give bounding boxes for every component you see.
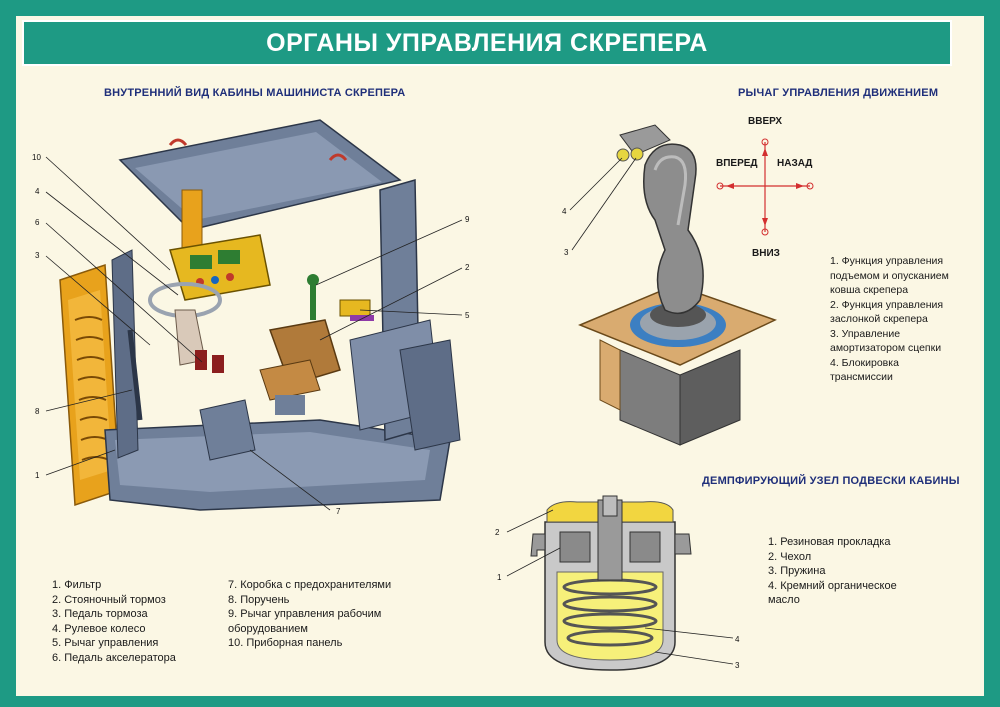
legend-item: 3. Управление [830,327,901,340]
cabin-callout-5: 5 [465,311,470,320]
damper-legend: 1. Резиновая прокладка 2. Чехол 3. Пружи… [768,535,897,608]
cabin-legend-left: 1. Фильтр 2. Стояночный тормоз 3. Педаль… [52,578,176,665]
cabin-callout-6: 6 [35,218,40,227]
cabin-callout-2: 2 [465,263,470,272]
legend-item: 4. Блокировка [830,356,899,369]
page-title: ОРГАНЫ УПРАВЛЕНИЯ СКРЕПЕРА [266,28,708,57]
legend-item: оборудованием [228,622,308,635]
legend-item: 1. Фильтр [52,579,102,591]
legend-item: 2. Стояночный тормоз [52,593,166,606]
cabin-callout-8: 8 [35,407,40,416]
cabin-callout-4: 4 [35,187,40,196]
legend-item: 9. Рычаг управления рабочим [228,608,382,620]
legend-item: 2. Функция управления [830,298,944,311]
legend-item: 4. Рулевое колесо [52,622,146,635]
lever-callout-3: 3 [564,248,569,257]
cabin-illustration: 10 4 6 3 8 1 9 2 5 7 [32,119,470,516]
legend-item: 1. Функция управления [830,255,944,267]
cabin-callout-7: 7 [336,507,341,516]
direction-cross [716,138,814,236]
poster-panel [16,16,984,696]
legend-item: 8. Поручень [228,593,290,606]
legend-item: 2. Чехол [768,550,812,563]
damper-illustration: 2 1 4 3 [495,495,740,671]
legend-item: 5. Рычаг управления [52,637,159,649]
cabin-callout-10: 10 [32,153,41,162]
legend-item: 3. Пружина [768,565,826,577]
damper-callout-3: 3 [735,661,740,670]
lever-callout-4: 4 [562,207,567,216]
legend-item: амортизатором сцепки [830,342,942,354]
legend-item: 10. Приборная панель [228,637,343,649]
legend-item: заслонкой скрепера [830,313,928,325]
lever-heading: РЫЧАГ УПРАВЛЕНИЯ ДВИЖЕНИЕМ [738,87,939,99]
direction-up-label: ВВЕРХ [748,116,783,127]
direction-back-label: НАЗАД [777,158,813,169]
direction-forward-label: ВПЕРЕД [716,158,758,169]
legend-item: 6. Педаль акселератора [52,651,176,664]
damper-heading: ДЕМПФИРУЮЩИЙ УЗЕЛ ПОДВЕСКИ КАБИНЫ [702,475,960,487]
legend-item: трансмиссии [830,371,893,383]
legend-item: 1. Резиновая прокладка [768,536,891,548]
legend-item: 7. Коробка с предохранителями [228,579,392,591]
cabin-callout-1: 1 [35,471,40,480]
damper-callout-1: 1 [497,573,502,582]
legend-item: подъемом и опусканием [830,269,949,282]
cabin-callout-9: 9 [465,215,470,224]
legend-item: 3. Педаль тормоза [52,608,148,620]
cabin-legend-right: 7. Коробка с предохранителями 8. Поручен… [228,578,391,651]
lever-illustration: 4 3 [562,124,777,446]
damper-callout-2: 2 [495,528,500,537]
legend-item: 4. Кремний органическое [768,579,897,592]
lever-legend: 1. Функция управления подъемом и опускан… [830,254,949,385]
legend-item: ковша скрепера [830,284,909,296]
direction-down-label: ВНИЗ [752,248,780,259]
damper-callout-4: 4 [735,635,740,644]
legend-item: масло [768,594,800,606]
title-bar: ОРГАНЫ УПРАВЛЕНИЯ СКРЕПЕРА [22,20,952,66]
cabin-callout-3: 3 [35,251,40,260]
cabin-heading: ВНУТРЕННИЙ ВИД КАБИНЫ МАШИНИСТА СКРЕПЕРА [104,87,406,99]
